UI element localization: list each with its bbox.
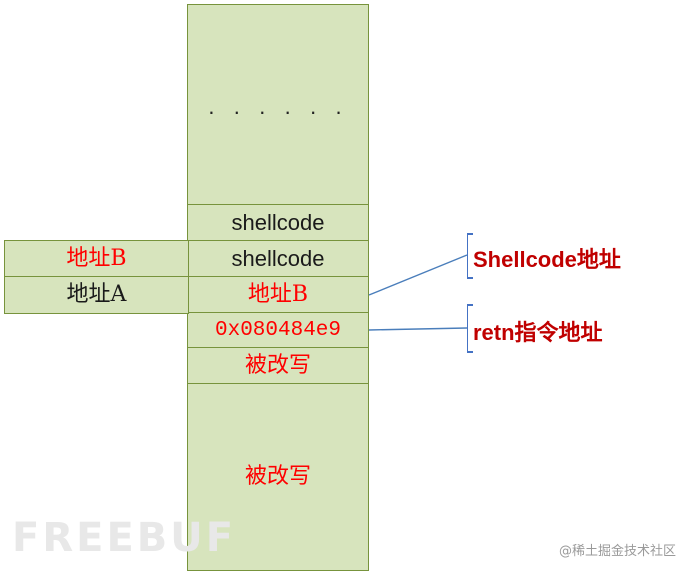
stack-top-region: · · · · · · [187,4,369,206]
stack-cell-label: 被改写 [244,353,311,378]
annotation-retn-addr: retn指令地址 [473,320,603,345]
stack-cell-overwritten-1: 被改写 [187,347,369,385]
annotation-shellcode-addr: Shellcode地址 [473,247,621,272]
stack-cell-label: 0x080484e9 [214,319,342,342]
stack-cell-label: shellcode [231,210,325,235]
juejin-watermark: @稀土掘金技术社区 [558,544,676,559]
bracket-tick [467,351,473,353]
bracket-shellcode-addr [467,233,468,278]
stack-cell-label: 被改写 [244,464,311,489]
ellipsis-text: · · · · · · [207,99,349,124]
bracket-tick [467,304,473,306]
stack-cell-retn-address: 0x080484e9 [187,312,369,349]
side-cell-addr-a: 地址A [4,276,189,314]
stack-cell-shellcode-2: shellcode [187,240,369,278]
freebuf-watermark: FREEBUF [12,515,237,561]
bracket-retn-addr [467,304,468,352]
stack-cell-addr-b: 地址B [187,276,369,314]
stack-cell-shellcode-1: shellcode [187,204,369,242]
connector-retn-addr [368,327,468,331]
side-cell-label: 地址A [66,282,127,307]
stack-cell-overwritten-2: 被改写 [187,383,369,571]
side-cell-label: 地址B [66,246,127,271]
side-cell-addr-b: 地址B [4,240,189,278]
stack-cell-label: 地址B [247,282,309,307]
bracket-tick [467,233,473,235]
bracket-tick [467,277,473,279]
connector-shellcode-addr [368,254,468,296]
stack-cell-label: shellcode [231,246,325,271]
